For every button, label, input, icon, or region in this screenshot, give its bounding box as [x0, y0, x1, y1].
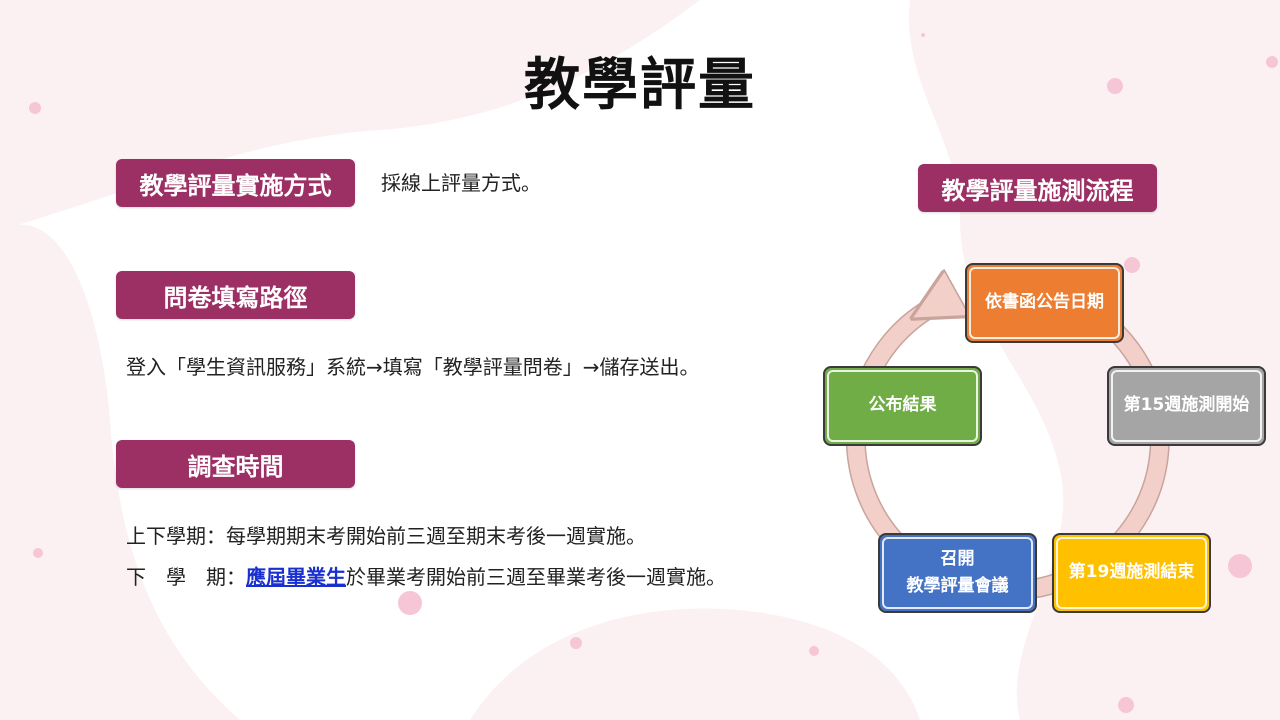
flow-step-announcement: 依書函公告日期	[965, 263, 1124, 343]
bg-dot	[1118, 697, 1134, 713]
node-inner-border	[827, 370, 978, 442]
method-text: 採線上評量方式。	[381, 171, 541, 195]
node-inner-border	[882, 537, 1033, 609]
path-text: 登入「學生資訊服務」系統→填寫「教學評量問卷」→儲存送出。	[126, 355, 700, 379]
node-inner-border	[969, 267, 1120, 339]
bg-dot	[1124, 257, 1140, 273]
bg-dot	[570, 637, 582, 649]
flow-heading: 教學評量施測流程	[918, 164, 1157, 212]
page-title: 教學評量	[524, 53, 756, 118]
time-line-2-prefix: 下 學 期：	[126, 565, 246, 589]
bg-blob-left	[0, 224, 240, 720]
flow-step-label: 依書函公告日期	[985, 292, 1104, 313]
flow-step-publish-results: 公布結果	[823, 366, 982, 446]
bg-dot	[921, 33, 925, 37]
bg-dot	[33, 548, 43, 558]
flow-step-label-line2: 教學評量會議	[906, 576, 1009, 596]
flow-step-meeting: 召開 教學評量會議	[878, 533, 1037, 613]
flow-step-week15-start: 第15週施測開始	[1107, 366, 1266, 446]
path-heading: 問卷填寫路徑	[116, 271, 355, 319]
flow-step-label: 公布結果	[868, 395, 937, 416]
flow-step-label-line1: 召開	[940, 548, 975, 569]
method-heading: 教學評量實施方式	[116, 159, 355, 207]
node-inner-border	[1111, 370, 1262, 442]
flow-step-label: 第15週施測開始	[1123, 395, 1250, 416]
bg-blob-bottom	[470, 608, 920, 720]
node-inner-border	[1056, 537, 1207, 609]
time-line-2-suffix: 於畢業考開始前三週至畢業考後一週實施。	[346, 565, 726, 589]
bg-dot	[29, 102, 41, 114]
graduates-link[interactable]: 應屆畢業生	[246, 565, 346, 589]
flow-step-label: 第19週施測結束	[1068, 562, 1195, 583]
bg-dot	[398, 591, 422, 615]
flow-step-week19-end: 第19週施測結束	[1052, 533, 1211, 613]
bg-dot	[809, 646, 819, 656]
time-line-1: 上下學期：每學期期末考開始前三週至期末考後一週實施。	[126, 524, 646, 548]
time-line-2: 下 學 期：應屆畢業生於畢業考開始前三週至畢業考後一週實施。	[126, 561, 726, 590]
time-heading: 調查時間	[116, 440, 355, 488]
bg-dot	[1107, 78, 1123, 94]
bg-dot	[1266, 56, 1278, 68]
bg-dot	[1228, 554, 1252, 578]
